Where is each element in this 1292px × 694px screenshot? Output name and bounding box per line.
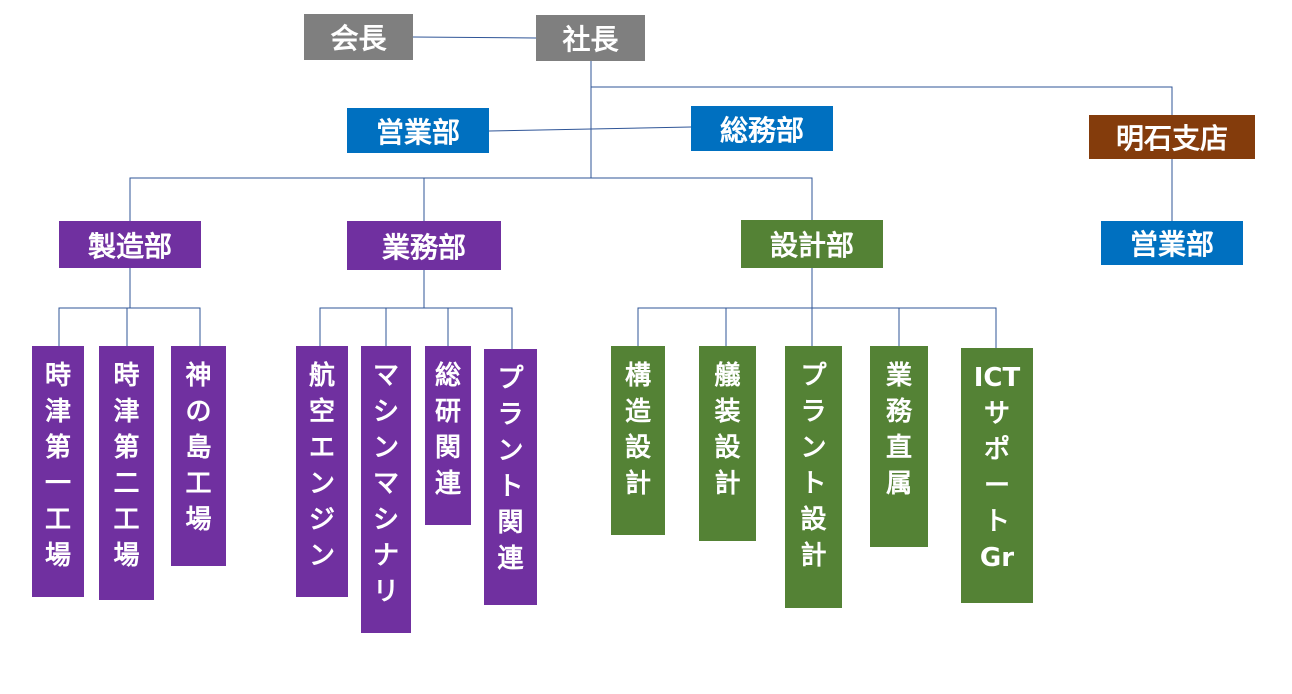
vertical-char: ポ — [983, 435, 1010, 465]
vertical-char: ー — [983, 471, 1010, 501]
vertical-char: 航 — [308, 361, 335, 391]
vertical-char: 場 — [113, 541, 140, 571]
vertical-char: 務 — [885, 397, 912, 427]
vertical-char: 属 — [885, 469, 912, 499]
unit-tokitsu-2: 時津第二工場 — [99, 346, 154, 600]
vertical-char: ン — [372, 433, 399, 463]
vertical-char: 業 — [885, 361, 912, 391]
vertical-char: ジ — [308, 505, 335, 535]
vertical-char: 神 — [185, 361, 212, 391]
vertical-char: 研 — [434, 397, 461, 427]
vertical-char: 直 — [885, 433, 912, 463]
vertical-char: Gr — [979, 543, 1015, 573]
vertical-char: 二 — [113, 469, 140, 499]
unit-outfitting-design: 艤装設計 — [699, 346, 756, 541]
node-label: 会長 — [330, 22, 387, 55]
vertical-char: ト — [800, 469, 827, 499]
unit-structure-design: 構造設計 — [611, 346, 665, 535]
vertical-char: 設 — [624, 433, 651, 463]
unit-aero-engine: 航空エンジン — [296, 346, 348, 597]
vertical-char: 一 — [44, 469, 71, 499]
vertical-char: ICT — [973, 363, 1021, 393]
vertical-char: ン — [800, 433, 827, 463]
node-label: 総務部 — [719, 113, 804, 147]
unit-plant-related: プラント関連 — [484, 349, 537, 605]
vertical-char: ン — [308, 469, 335, 499]
node-label: 製造部 — [87, 229, 172, 263]
node-label: 明石支店 — [1115, 122, 1228, 155]
vertical-char: 空 — [308, 397, 335, 427]
vertical-char: シ — [372, 397, 399, 427]
vertical-char: 工 — [185, 469, 212, 499]
vertical-char: ト — [497, 472, 524, 502]
node-president: 社長 — [536, 15, 645, 61]
vertical-char: 装 — [714, 397, 741, 427]
vertical-char: 造 — [624, 397, 651, 427]
vertical-char: 連 — [434, 469, 461, 499]
vertical-char: サ — [983, 399, 1010, 429]
node-general-affairs: 総務部 — [691, 106, 833, 151]
vertical-char: 工 — [113, 505, 140, 535]
vertical-char: 場 — [44, 541, 71, 571]
unit-tokitsu-1: 時津第一工場 — [32, 346, 84, 597]
vertical-char: ナ — [372, 541, 399, 571]
node-label: 営業部 — [375, 115, 460, 149]
vertical-char: ン — [308, 541, 335, 571]
vertical-char: シ — [372, 505, 399, 535]
node-label: 設計部 — [769, 229, 854, 262]
vertical-char: エ — [308, 433, 335, 463]
unit-machine-machinery: マシンマシナリ — [361, 346, 411, 633]
vertical-char: 第 — [44, 433, 71, 463]
unit-plant-design: プラント設計 — [785, 346, 842, 608]
vertical-char: 構 — [624, 361, 651, 391]
vertical-char: 艤 — [714, 361, 741, 391]
unit-soken: 総研関連 — [425, 346, 471, 525]
unit-ict-support: ICT サポート Gr — [961, 348, 1033, 603]
vertical-char: 時 — [44, 361, 71, 391]
node-business: 業務部 — [347, 221, 501, 270]
unit-direct: 業務直属 — [870, 346, 928, 547]
vertical-char: 設 — [714, 433, 741, 463]
vertical-char: マ — [372, 361, 399, 391]
node-manufacturing: 製造部 — [59, 221, 201, 268]
node-label: 営業部 — [1129, 228, 1214, 261]
node-design: 設計部 — [741, 220, 883, 268]
node-label: 社長 — [562, 23, 619, 56]
vertical-char: 計 — [714, 469, 741, 499]
vertical-char: 第 — [113, 433, 140, 463]
vertical-char: の — [185, 397, 212, 427]
vertical-char: プ — [800, 361, 827, 391]
vertical-char: 総 — [434, 361, 461, 391]
vertical-char: 関 — [497, 508, 524, 538]
vertical-char: 工 — [44, 505, 71, 535]
vertical-char: リ — [372, 577, 399, 607]
vertical-char: 連 — [497, 544, 524, 574]
node-sales: 営業部 — [347, 108, 489, 153]
node-label: 業務部 — [381, 230, 466, 264]
vertical-char: 津 — [44, 397, 71, 427]
vertical-char: 計 — [624, 469, 651, 499]
vertical-char: 津 — [113, 397, 140, 427]
vertical-char: 設 — [800, 505, 827, 535]
node-akashi-branch: 明石支店 — [1089, 115, 1255, 159]
vertical-char: マ — [372, 469, 399, 499]
vertical-char: プ — [497, 364, 524, 394]
vertical-char: 場 — [185, 505, 212, 535]
unit-kaminoshima: 神の島工場 — [171, 346, 226, 566]
node-akashi-sales: 営業部 — [1101, 221, 1243, 265]
vertical-char: 計 — [800, 541, 827, 571]
vertical-char: ラ — [497, 400, 524, 430]
vertical-char: 島 — [185, 433, 212, 463]
vertical-char: ラ — [800, 397, 827, 427]
vertical-char: 関 — [434, 433, 461, 463]
vertical-char: 時 — [113, 361, 140, 391]
vertical-char: ト — [983, 507, 1010, 537]
node-chairman: 会長 — [304, 14, 413, 60]
vertical-char: ン — [497, 436, 524, 466]
